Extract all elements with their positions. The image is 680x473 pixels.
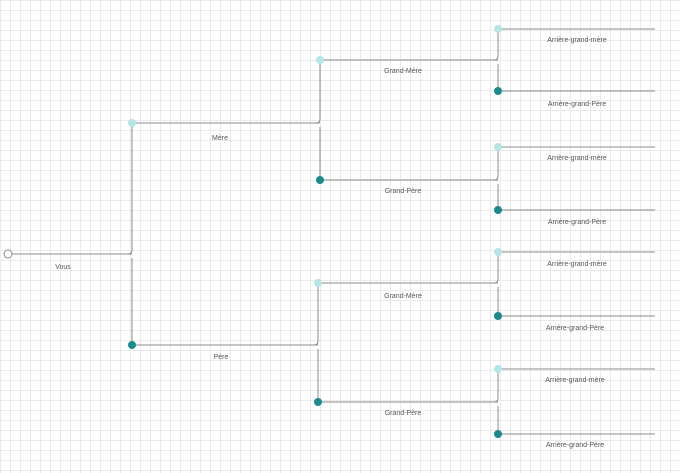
- node-ggp-2[interactable]: [494, 87, 502, 95]
- node-ggp-4[interactable]: [494, 206, 502, 214]
- node-gp-paternal-grandmother[interactable]: [314, 279, 322, 287]
- node-ggp-1[interactable]: [494, 25, 502, 33]
- label-maternal-grandmother: Grand-Mère: [384, 68, 422, 75]
- label-ggp-8: Arrière-grand-Père: [545, 442, 605, 449]
- node-ggp-6[interactable]: [494, 312, 502, 320]
- node-father[interactable]: [128, 341, 136, 349]
- node-mother[interactable]: [128, 119, 136, 127]
- node-ggp-7[interactable]: [494, 365, 502, 373]
- connector-root-branch: [127, 122, 137, 346]
- label-ggp-4: Arrière-grand-Père: [547, 219, 607, 226]
- node-gp-paternal-grandfather[interactable]: [314, 398, 322, 406]
- node-root[interactable]: [3, 249, 13, 259]
- label-root: Vous: [55, 264, 71, 271]
- connector-gp2-branch: [493, 146, 503, 211]
- node-ggp-3[interactable]: [494, 143, 502, 151]
- node-gp-maternal-grandfather[interactable]: [316, 176, 324, 184]
- label-mother: Mère: [212, 135, 228, 142]
- label-ggp-1: Arrière-grand-mère: [547, 37, 607, 44]
- connector-gp3-branch: [493, 251, 503, 317]
- label-ggp-2: Arrière-grand-Père: [547, 101, 607, 108]
- label-ggp-3: Arrière-grand-mère: [547, 155, 607, 162]
- node-ggp-8[interactable]: [494, 430, 502, 438]
- label-maternal-grandfather: Grand-Père: [384, 188, 422, 195]
- node-gp-maternal-grandmother[interactable]: [316, 56, 324, 64]
- node-ggp-5[interactable]: [494, 248, 502, 256]
- connector-mother-branch: [315, 59, 325, 181]
- tree-nodes: [3, 25, 502, 438]
- label-father: Père: [213, 354, 229, 361]
- label-ggp-5: Arrière-grand-mère: [547, 261, 607, 268]
- label-paternal-grandmother: Grand-Mère: [384, 293, 422, 300]
- label-paternal-grandfather: Grand-Père: [384, 410, 422, 417]
- tree-connectors: [8, 28, 655, 435]
- connector-father-branch: [313, 282, 323, 403]
- label-ggp-6: Arrière-grand-Père: [545, 325, 605, 332]
- label-ggp-7: Arrière-grand-mère: [545, 377, 605, 384]
